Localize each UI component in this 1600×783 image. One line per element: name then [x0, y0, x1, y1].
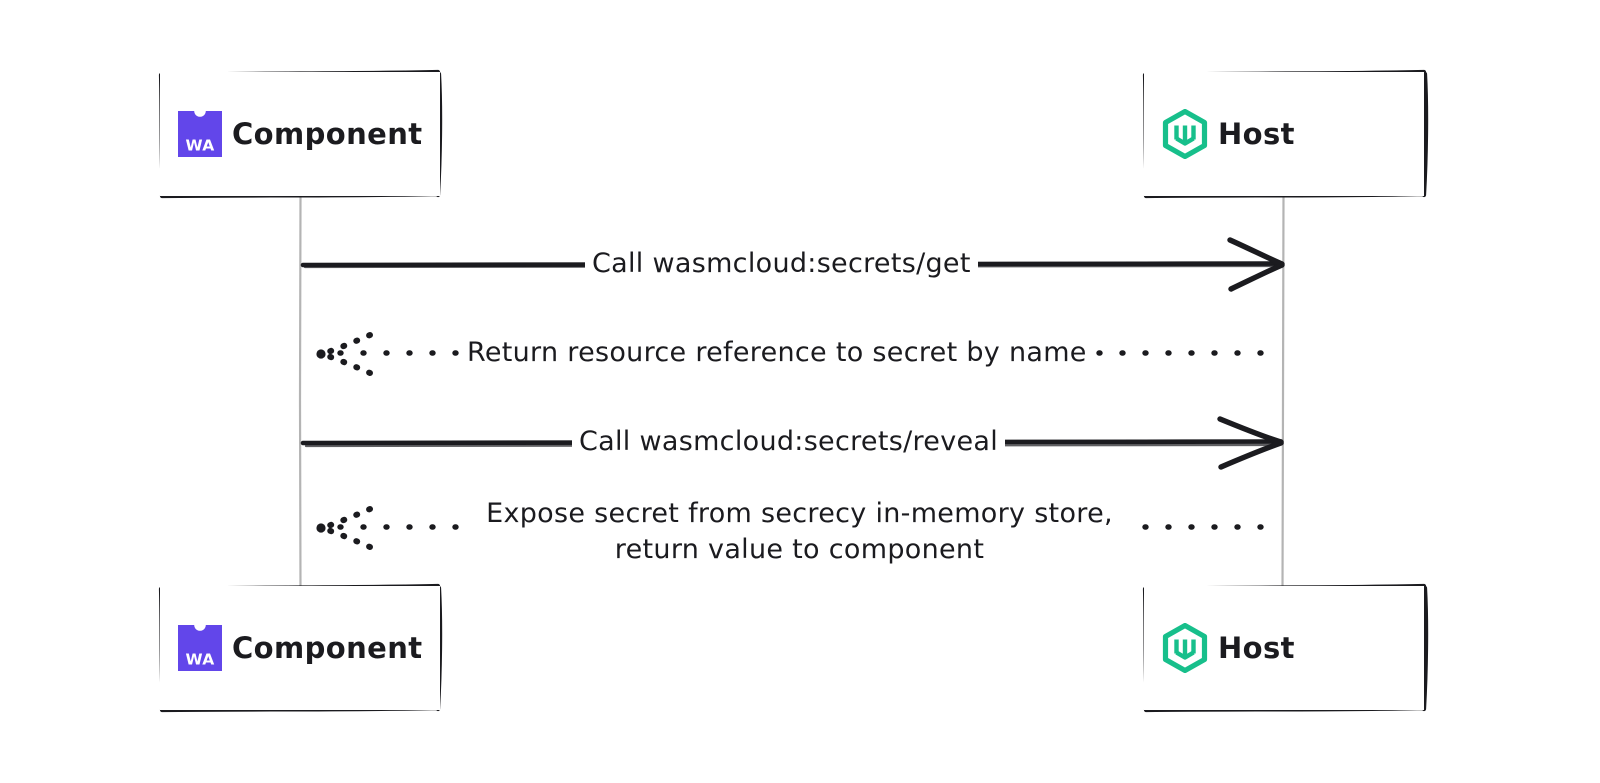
message-arrowhead-4-tip: [316, 523, 326, 533]
message-arrowhead-1: [1227, 237, 1285, 292]
wasmcloud-hexagon-icon: [1162, 109, 1208, 159]
lifeline-host: [1281, 195, 1285, 591]
participant-label-host-top: Host: [1218, 117, 1295, 151]
wasmcloud-hexagon-icon: [1162, 623, 1208, 673]
message-arrowhead-3: [1217, 416, 1284, 470]
message-label-4: Expose secret from secrecy in-memory sto…: [465, 496, 1134, 568]
message-arrowhead-2-lower: [319, 351, 373, 376]
svg-text:WA: WA: [186, 137, 215, 155]
lifeline-component: [298, 195, 302, 591]
participant-host-bottom[interactable]: Host: [1144, 586, 1424, 710]
webassembly-wa-icon: WA: [178, 625, 222, 671]
message-arrowhead-2-upper: [319, 332, 373, 357]
webassembly-wa-icon: WA: [178, 111, 222, 157]
participant-label-host-bottom: Host: [1218, 631, 1295, 665]
message-label-2: Return resource reference to secret by n…: [460, 337, 1094, 369]
message-arrowhead-2-tip: [316, 349, 326, 359]
message-arrowhead-4-upper: [319, 506, 373, 531]
message-arrow-2: [316, 332, 1284, 376]
participant-label-component-bottom: Component: [232, 631, 423, 665]
participant-host-top[interactable]: Host: [1144, 72, 1424, 196]
participant-component-bottom[interactable]: WA Component: [160, 586, 440, 710]
participant-label-component-top: Component: [232, 117, 423, 151]
participant-component-top[interactable]: WA Component: [160, 72, 440, 196]
svg-text:WA: WA: [186, 651, 215, 669]
message-label-3: Call wasmcloud:secrets/reveal: [572, 426, 1006, 458]
message-label-1: Call wasmcloud:secrets/get: [585, 248, 978, 280]
message-arrowhead-4-lower: [319, 525, 373, 550]
